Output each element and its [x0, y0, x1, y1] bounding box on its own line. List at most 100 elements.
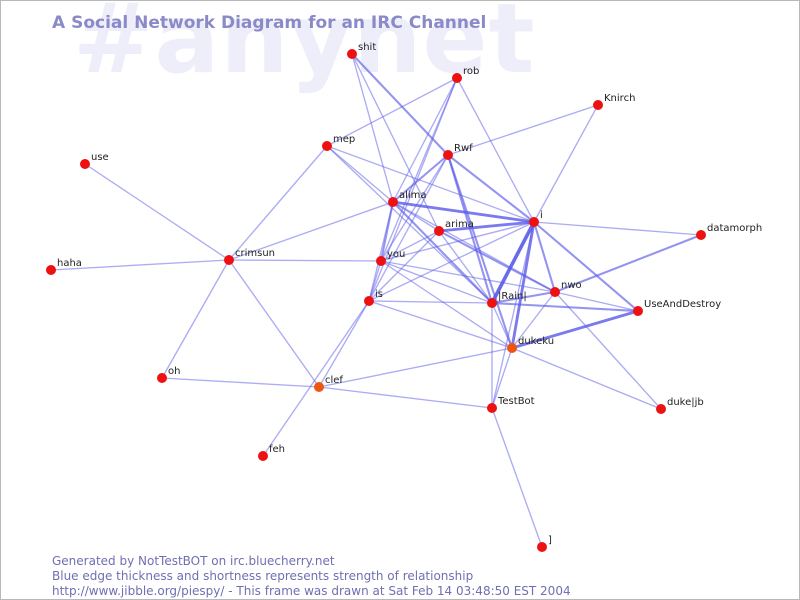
edge-Rain-UseAndDestroy	[490, 301, 640, 313]
page-title: A Social Network Diagram for an IRC Chan…	[52, 13, 487, 33]
edge-arima-you	[380, 230, 440, 262]
edge-alima-i	[391, 200, 536, 224]
edge-i-nwo	[532, 220, 557, 294]
edge-Rwf-is	[368, 154, 449, 302]
node-label-datamorph: datamorph	[707, 223, 762, 234]
node-label-rob: rob	[463, 66, 479, 77]
node-Rwf: Rwf	[443, 143, 473, 160]
edge-mep-Rain	[326, 145, 493, 304]
edge-Rwf-alima	[391, 153, 450, 204]
node-arima: arima	[434, 219, 474, 236]
node-dot-Rwf	[443, 150, 453, 160]
node-dot-Rain	[487, 298, 497, 308]
edge-crimsun-oh	[161, 259, 230, 379]
node-haha: haha	[46, 258, 82, 275]
node-label-TestBot: TestBot	[497, 396, 535, 407]
node-label-alima: alima	[399, 190, 427, 201]
edge-oh-clef	[161, 377, 320, 388]
node-label-dukeljb: duke|jb	[667, 397, 704, 408]
node-label-Knirch: Knirch	[604, 93, 635, 104]
edge-Knirch-Rwf	[447, 104, 599, 156]
node-label-crimsun: crimsun	[235, 248, 275, 259]
edge-Knirch-i	[533, 104, 599, 223]
edge-clef-TestBot	[318, 386, 493, 409]
edge-Rwf-i	[446, 153, 536, 224]
edge-datamorph-nwo	[553, 233, 703, 294]
edge-i-is	[368, 221, 535, 302]
edge-i-TestBot	[491, 221, 535, 409]
node-label-you: you	[387, 249, 405, 260]
edge-shit-alima	[351, 53, 394, 203]
edge-crimsun-haha	[50, 259, 230, 271]
node-label-Rwf: Rwf	[454, 143, 473, 154]
node-is: is	[364, 289, 383, 306]
edge-arima-Rain	[438, 230, 493, 304]
edge-Rwf-you	[380, 154, 449, 262]
node-dot-datamorph	[696, 230, 706, 240]
node-Knirch: Knirch	[593, 93, 635, 110]
node-label-oh: oh	[168, 366, 180, 377]
node-dot-dukeljb	[656, 404, 666, 414]
edge-arima-i	[437, 220, 536, 233]
edge-rob-alima	[392, 77, 458, 203]
node-dot-TestBot	[487, 403, 497, 413]
node-label-mep: mep	[333, 134, 355, 145]
edge-shit-arima	[351, 53, 440, 232]
edge-is-Rain	[368, 300, 493, 304]
edge-you-nwo	[380, 260, 556, 293]
node-shit: shit	[347, 42, 376, 59]
node-alima: alima	[388, 190, 427, 207]
edge-alima-Rain	[391, 200, 494, 305]
edge-alima-is	[368, 201, 394, 302]
edge-Rain-nwo	[490, 290, 557, 305]
node-Rain: |Rain|	[487, 291, 527, 308]
edge-mep-crimsun	[228, 145, 328, 261]
edge-i-dukeku	[510, 220, 536, 350]
node-dot-haha	[46, 265, 56, 275]
node-label-arima: arima	[445, 219, 474, 230]
edge-use-crimsun	[84, 163, 230, 261]
edge-dukeku-UseAndDestroy	[510, 309, 640, 350]
node-oh: oh	[157, 366, 180, 383]
node-dot-Knirch	[593, 100, 603, 110]
node-dot-UseAndDestroy	[633, 306, 643, 316]
edge-TestBot-bracket	[491, 407, 543, 548]
node-datamorph: datamorph	[696, 223, 762, 240]
node-mep: mep	[322, 134, 355, 151]
node-dot-mep	[322, 141, 332, 151]
node-label-use: use	[91, 152, 109, 163]
edge-layer	[50, 52, 703, 548]
node-dot-use	[80, 159, 90, 169]
node-dot-shit	[347, 49, 357, 59]
footer-legend-note: Blue edge thickness and shortness repres…	[52, 569, 474, 583]
edge-nwo-dukeljb	[554, 291, 662, 410]
edge-i-datamorph	[533, 221, 702, 236]
edge-i-UseAndDestroy	[532, 220, 640, 313]
node-dot-clef	[314, 382, 324, 392]
edge-arima-is	[368, 230, 440, 302]
node-label-feh: feh	[269, 444, 285, 455]
edge-dukeku-TestBot	[491, 347, 513, 409]
node-i: i	[529, 210, 543, 227]
edge-crimsun-clef	[228, 259, 320, 388]
edge-is-dukeku	[368, 300, 513, 349]
node-label-UseAndDestroy: UseAndDestroy	[644, 299, 721, 310]
node-label-dukeku: dukeku	[518, 336, 554, 347]
footer-url-timestamp[interactable]: http://www.jibble.org/piespy/ - This fra…	[52, 584, 571, 598]
node-you: you	[376, 249, 405, 266]
node-dot-arima	[434, 226, 444, 236]
node-feh: feh	[258, 444, 285, 461]
edge-dukeku-dukeljb	[511, 347, 662, 410]
node-dot-crimsun	[224, 255, 234, 265]
edge-you-dukeku	[380, 260, 513, 349]
edge-mep-i	[326, 145, 535, 223]
node-label-bracket: ]	[548, 535, 552, 546]
node-rob: rob	[452, 66, 479, 83]
edge-i-you	[380, 221, 535, 262]
node-label-i: i	[540, 210, 543, 221]
node-dot-dukeku	[507, 343, 517, 353]
edge-is-clef	[318, 300, 370, 388]
node-label-clef: clef	[325, 375, 343, 386]
